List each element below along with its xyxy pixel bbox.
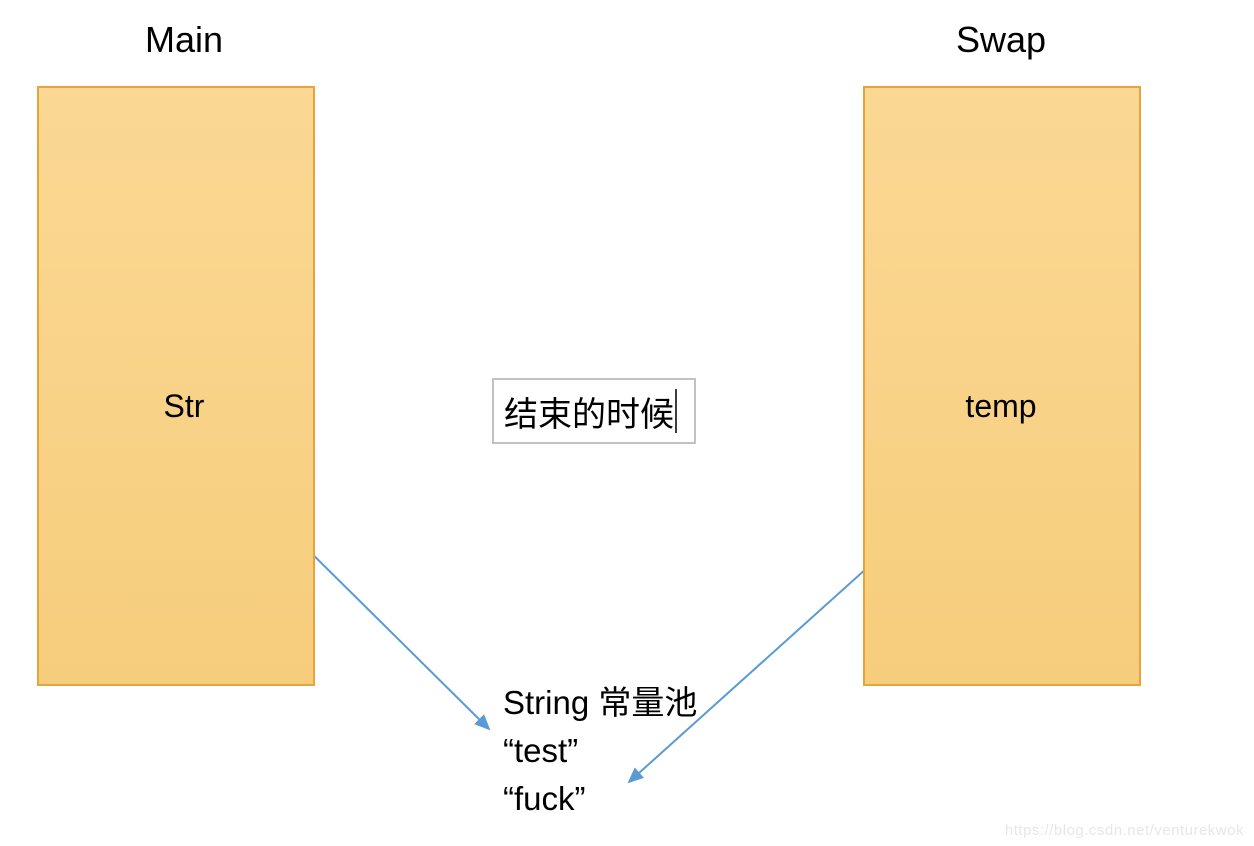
editing-textbox-text: 结束的时候 [504, 395, 674, 434]
string-pool-item-test: “test” [503, 732, 579, 769]
string-pool-title: String 常量池 [503, 684, 698, 721]
string-pool-item-fuck: “fuck” [503, 780, 586, 817]
text-cursor [675, 389, 677, 433]
swap-frame-title[interactable]: Swap [955, 19, 1047, 60]
editing-textbox[interactable]: 结束的时候 [492, 378, 696, 444]
watermark: https://blog.csdn.net/venturekwok [1004, 822, 1244, 839]
main-frame-title[interactable]: Main [144, 19, 224, 60]
main-stack-frame[interactable] [37, 86, 315, 686]
string-pool-block[interactable]: String 常量池 “test” “fuck” [503, 679, 697, 823]
str-variable-label[interactable]: Str [163, 388, 205, 424]
temp-variable-label[interactable]: temp [965, 388, 1037, 424]
swap-stack-frame[interactable] [863, 86, 1141, 686]
